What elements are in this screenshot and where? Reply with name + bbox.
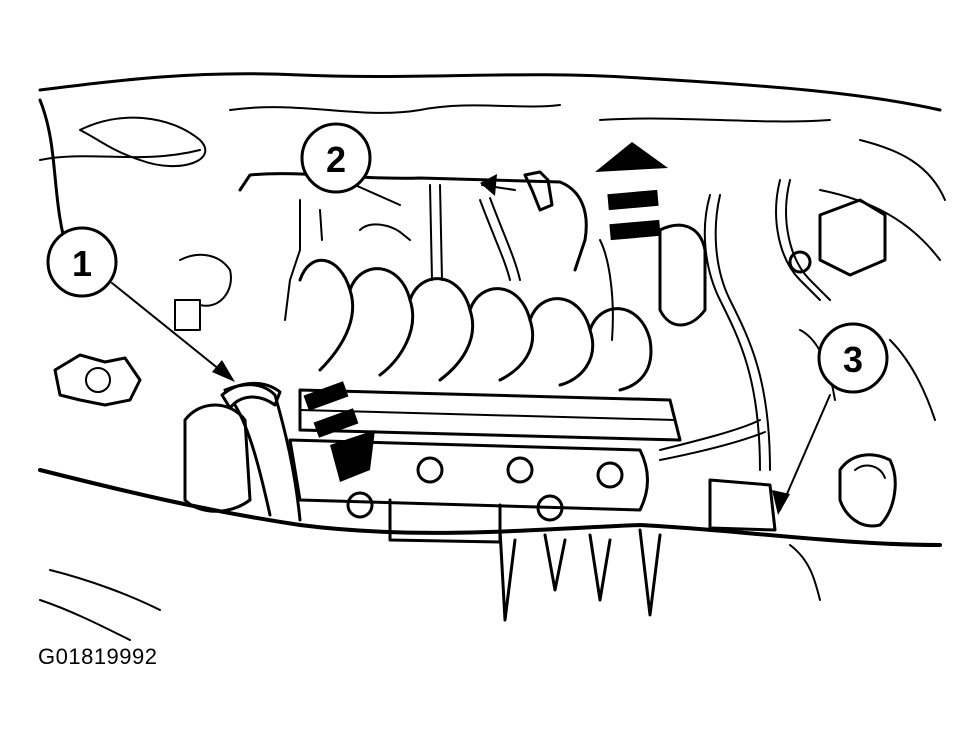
- bottom-edge: [38, 468, 942, 641]
- oil-filler-cap: [53, 353, 142, 407]
- connector-arrow: [480, 170, 554, 212]
- vacuum-lines: [284, 179, 831, 471]
- figure-code: G01819992: [38, 644, 158, 669]
- coolant-hose: [220, 381, 302, 522]
- removal-arrow-up: [595, 142, 668, 241]
- right-components: [658, 198, 936, 532]
- intake-manifold: [238, 172, 682, 442]
- engine-block: [288, 438, 649, 544]
- callout-1: 1: [46, 226, 118, 298]
- callout-3: 3: [817, 322, 889, 394]
- reservoir: [174, 253, 252, 513]
- callout-3-label: 3: [843, 339, 863, 380]
- leader-lines: [111, 184, 831, 515]
- removal-arrow-down: [303, 381, 375, 482]
- callout-1-label: 1: [72, 243, 92, 284]
- callout-2-label: 2: [326, 139, 346, 180]
- callout-2: 2: [300, 122, 372, 194]
- hood-outline: [38, 72, 946, 262]
